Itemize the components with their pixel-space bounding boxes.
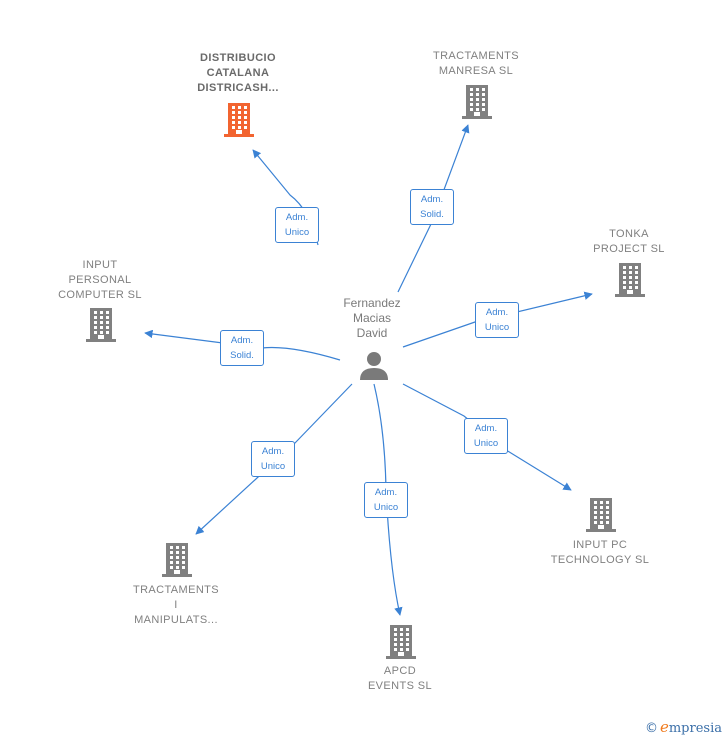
relation-label-tractaments-manresa[interactable]: Adm. Solid. [410, 189, 454, 225]
relation-label-input-pc[interactable]: Adm. Unico [464, 418, 508, 454]
person-icon[interactable] [358, 350, 390, 382]
building-icon[interactable] [615, 263, 645, 302]
company-name-apcd[interactable]: APCD EVENTS SL [367, 665, 433, 692]
company-name-tractaments-i[interactable]: TRACTAMENTS I MANIPULATS... [132, 584, 220, 626]
company-name-input-pc[interactable]: INPUT PC TECHNOLOGY SL [550, 539, 650, 566]
empresia-watermark[interactable]: ©empresia [645, 718, 722, 736]
company-name-tonka[interactable]: TONKA PROJECT SL [593, 228, 665, 255]
center-person-name[interactable]: Fernandez Macias David [343, 296, 401, 340]
brand-initial: e [659, 718, 669, 736]
building-icon[interactable] [462, 85, 492, 124]
relation-label-apcd[interactable]: Adm. Unico [364, 482, 408, 518]
building-icon[interactable] [586, 498, 616, 537]
relation-label-tonka[interactable]: Adm. Unico [475, 302, 519, 338]
building-icon[interactable] [386, 625, 416, 664]
brand-name: mpresia [668, 721, 722, 736]
building-icon[interactable] [224, 103, 254, 142]
relation-label-input-personal[interactable]: Adm. Solid. [220, 330, 264, 366]
building-icon[interactable] [162, 543, 192, 582]
copyright-symbol: © [644, 721, 658, 736]
relation-label-distribucio[interactable]: Adm. Unico [275, 207, 319, 243]
building-icon[interactable] [86, 308, 116, 347]
company-name-input-personal[interactable]: INPUT PERSONAL COMPUTER SL [58, 259, 142, 301]
company-name-tractaments-manresa[interactable]: TRACTAMENTS MANRESA SL [432, 50, 520, 77]
company-name-distribucio[interactable]: DISTRIBUCIO CATALANA DISTRICASH... [197, 52, 279, 94]
relation-label-tractaments-i[interactable]: Adm. Unico [251, 441, 295, 477]
